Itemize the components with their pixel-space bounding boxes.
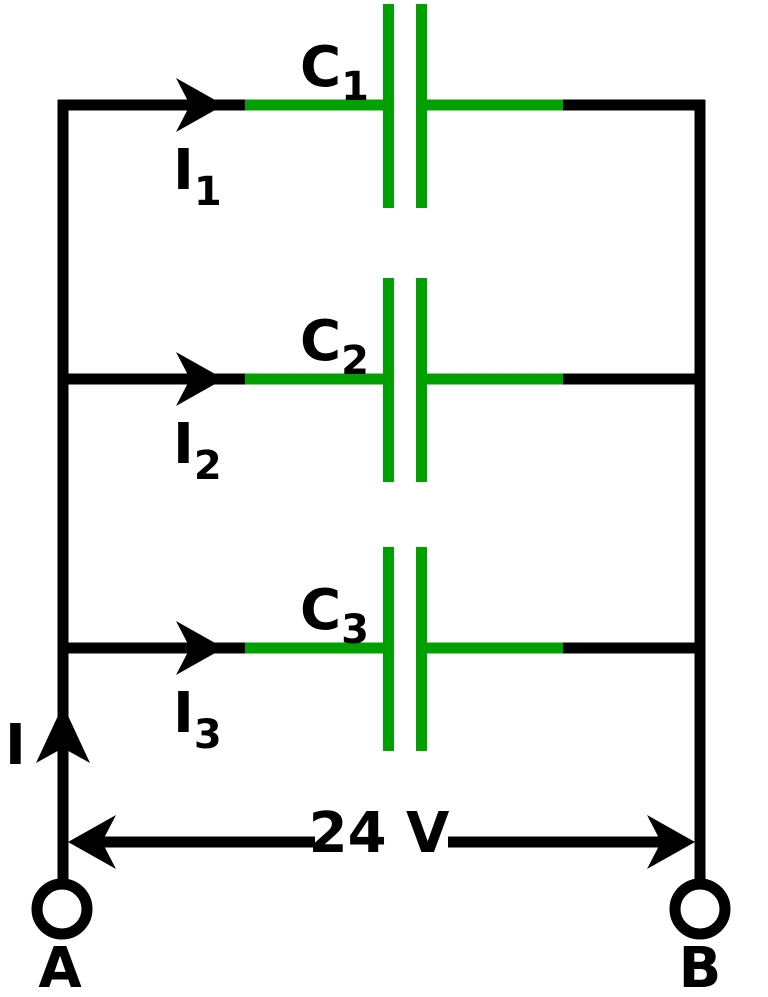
branch-1: C1 I1 (58, 4, 705, 215)
total-current-arrow-icon (36, 705, 90, 763)
voltage-label: 24 V (309, 801, 450, 866)
terminal-b-label: B (679, 936, 722, 997)
current-i2-label: I2 (173, 412, 222, 489)
capacitor-c1-label: C1 (300, 35, 369, 110)
current-i1-arrow-icon (176, 78, 224, 132)
voltage-arrow-right-icon (647, 815, 695, 869)
branch-2: C2 I2 (58, 278, 705, 489)
branch-3: C3 I3 (58, 547, 705, 758)
capacitor-c2-label: C2 (300, 309, 369, 384)
current-i1-label: I1 (173, 138, 222, 215)
terminal-b-circle (669, 878, 731, 940)
voltage-arrow-left-icon (68, 815, 116, 869)
terminal-a-circle (31, 878, 93, 940)
terminal-a-label: A (38, 936, 82, 997)
total-current-label: I (5, 713, 26, 778)
capacitor-c3-label: C3 (300, 578, 369, 653)
voltage-dimension: 24 V (68, 801, 695, 869)
current-i3-label: I3 (173, 681, 222, 758)
current-i2-arrow-icon (176, 352, 224, 406)
current-i3-arrow-icon (176, 621, 224, 675)
